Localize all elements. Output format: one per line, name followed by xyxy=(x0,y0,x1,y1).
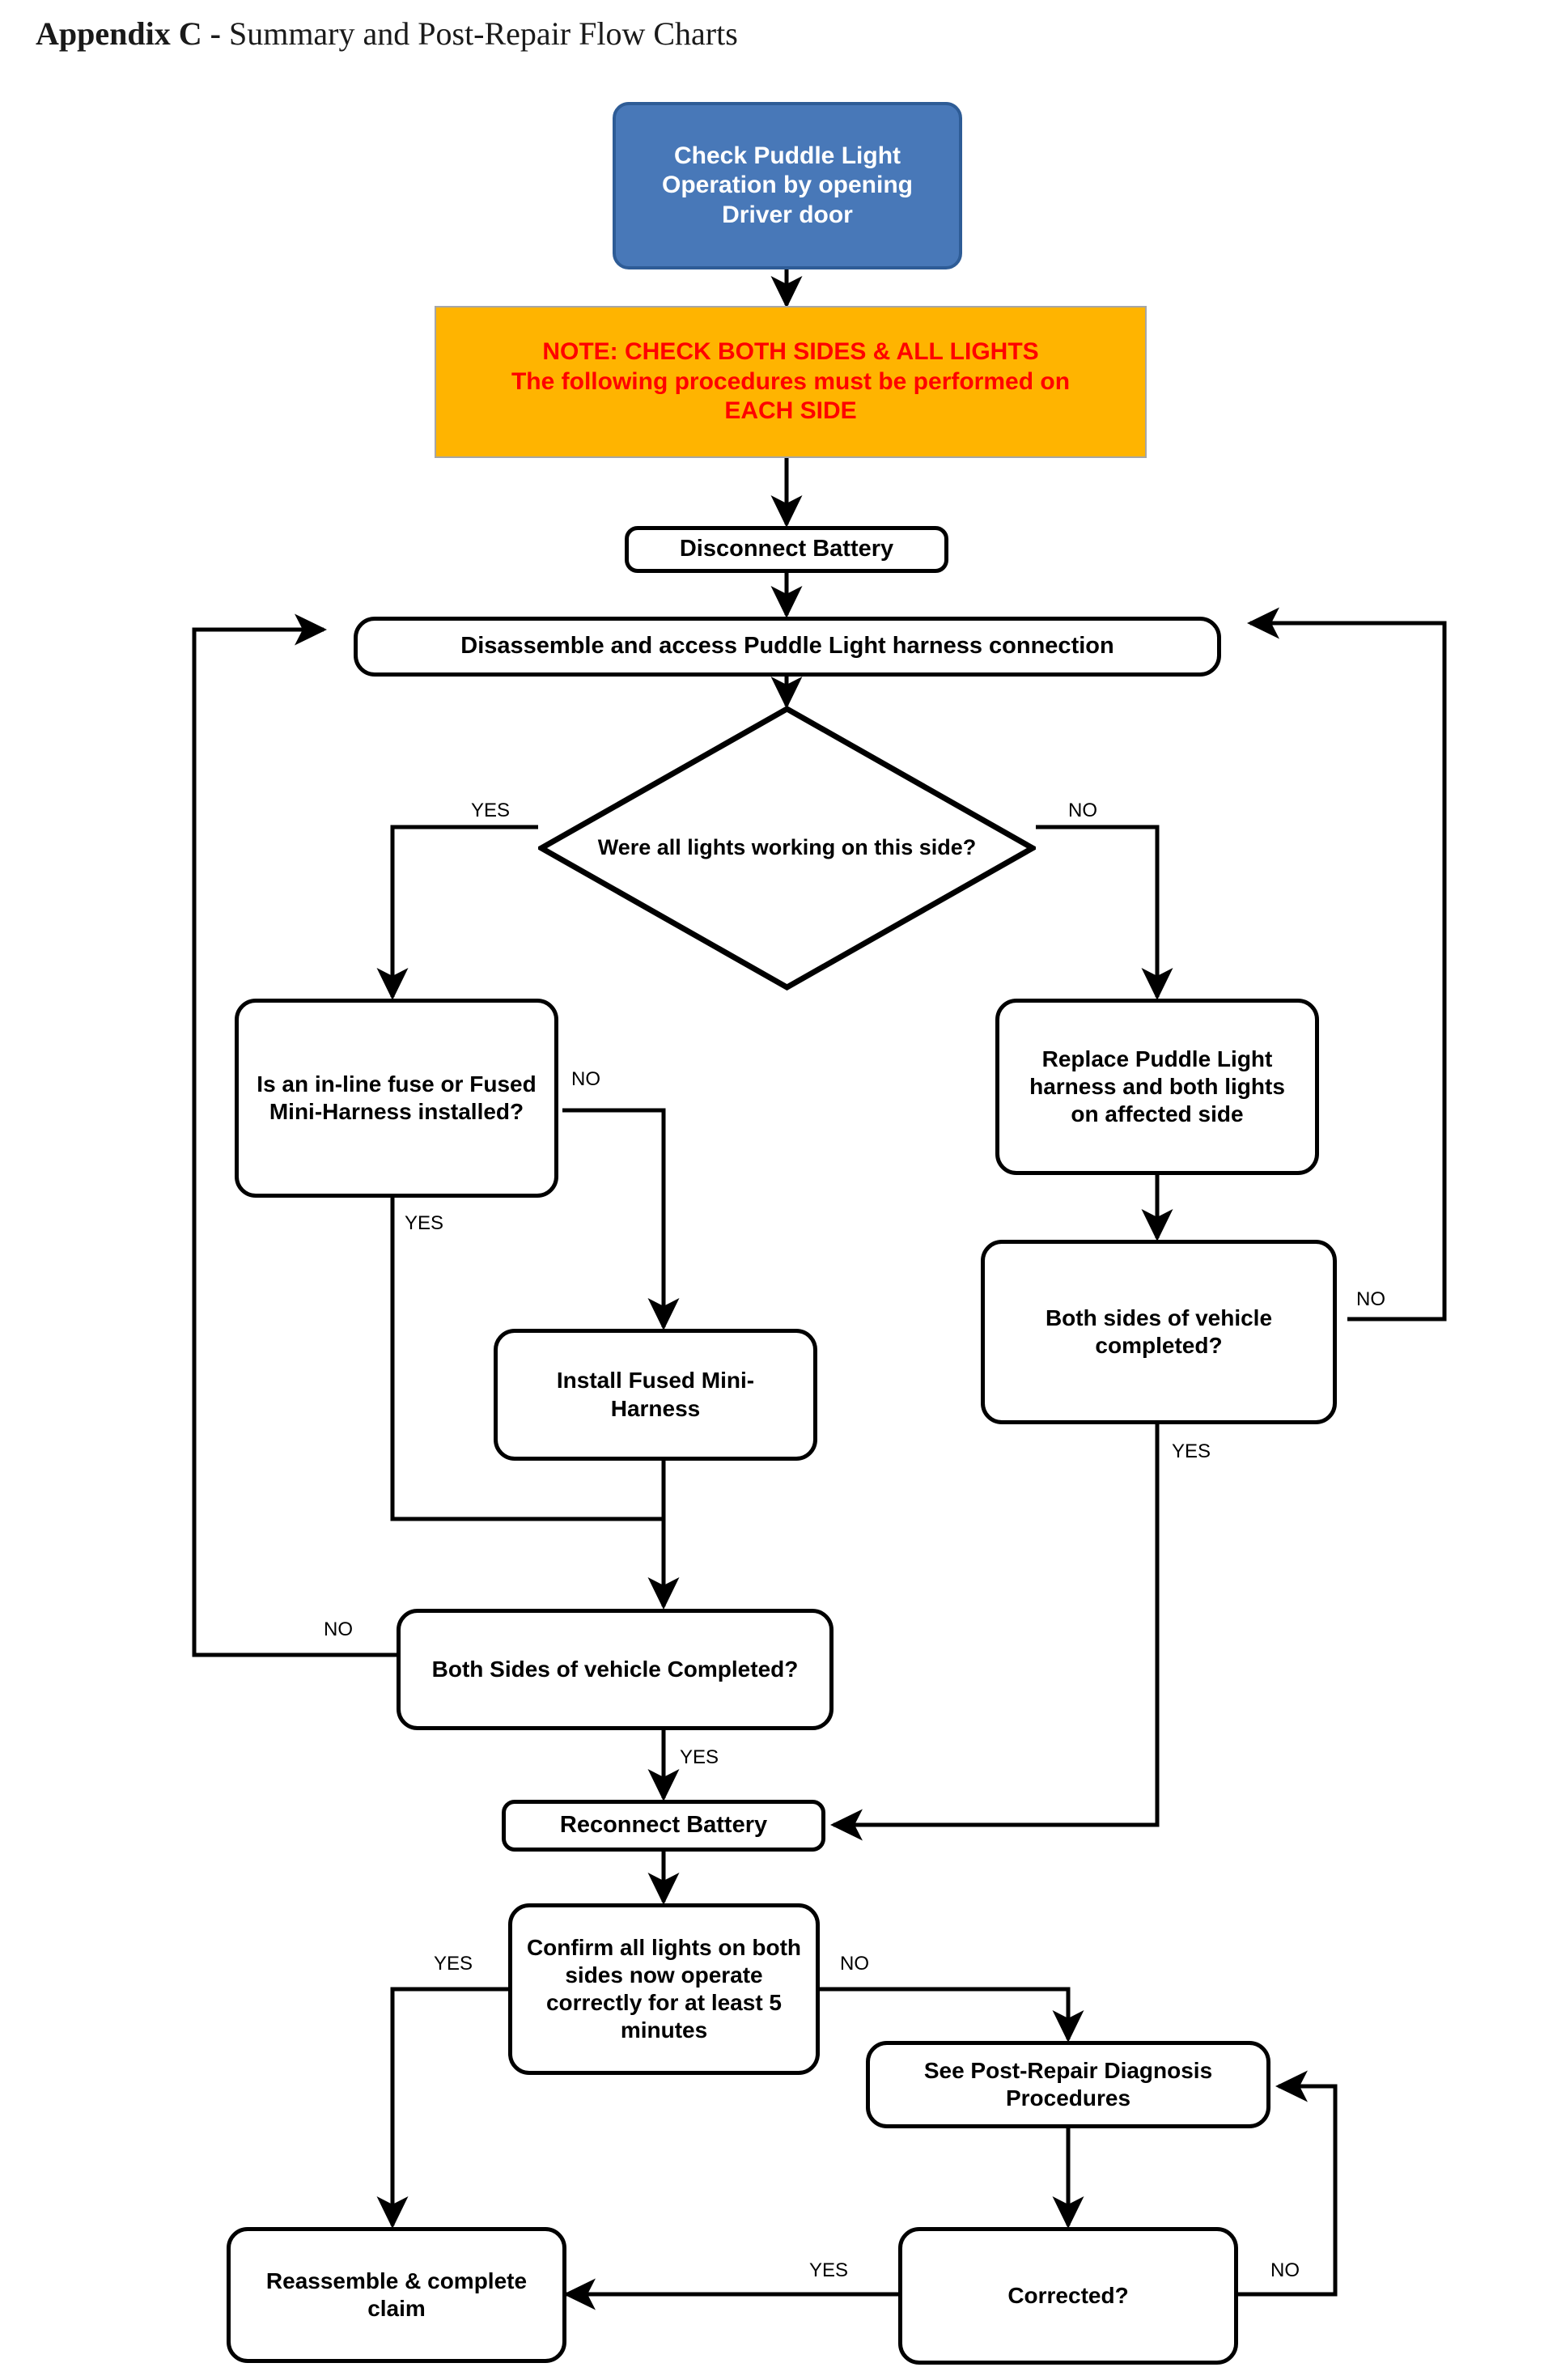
edge-label-confirm-no: NO xyxy=(840,1953,869,1975)
edge-label-fuse-no: NO xyxy=(571,1068,600,1090)
edge-label-both-right-yes: YES xyxy=(1172,1440,1211,1462)
node-both-sides-left[interactable]: Both Sides of vehicle Completed? xyxy=(397,1609,834,1730)
note-line-2: The following procedures must be perform… xyxy=(511,367,1071,395)
node-see-post-repair-procedures[interactable]: See Post-Repair Diagnosis Procedures xyxy=(866,2041,1270,2128)
edge-fuse-yes xyxy=(390,1198,664,1521)
node-post-repair-label: See Post-Repair Diagnosis Procedures xyxy=(923,2057,1213,2111)
node-fuse-question-label: Is an in-line fuse or Fused Mini-Harness… xyxy=(257,1071,537,1124)
node-both-sides-right-label: Both sides of vehicle completed? xyxy=(1045,1305,1273,1358)
edge-label-corrected-yes: YES xyxy=(809,2259,849,2281)
node-replace-harness[interactable]: Replace Puddle Light harness and both li… xyxy=(995,999,1319,1175)
edge-both-right-no xyxy=(1246,607,1447,1322)
node-note-check-both-sides: NOTE: CHECK BOTH SIDES & ALL LIGHTS The … xyxy=(435,306,1147,458)
node-replace-harness-label: Replace Puddle Light harness and both li… xyxy=(1029,1046,1285,1127)
page-title: Appendix C - Summary and Post-Repair Flo… xyxy=(36,15,738,53)
node-both-sides-left-label: Both Sides of vehicle Completed? xyxy=(431,1656,799,1682)
node-confirm-lights[interactable]: Confirm all lights on both sides now ope… xyxy=(508,1903,820,2075)
page-title-rest: Summary and Post-Repair Flow Charts xyxy=(228,15,738,52)
node-start-label: Check Puddle Light Operation by opening … xyxy=(661,142,913,228)
node-install-harness-label: Install Fused Mini-Harness xyxy=(556,1368,755,1421)
node-start-check-puddle-light[interactable]: Check Puddle Light Operation by opening … xyxy=(613,102,962,269)
edge-label-lights-no: NO xyxy=(1068,800,1097,821)
edge-both-right-yes xyxy=(829,1424,1160,1841)
node-confirm-lights-label: Confirm all lights on both sides now ope… xyxy=(526,1934,802,2043)
node-reconnect-battery[interactable]: Reconnect Battery xyxy=(502,1800,825,1852)
node-fuse-installed-question[interactable]: Is an in-line fuse or Fused Mini-Harness… xyxy=(235,999,558,1198)
edge-decision-yes xyxy=(376,825,538,1001)
node-reassemble-label: Reassemble & complete claim xyxy=(265,2268,528,2321)
node-disconnect-battery-label: Disconnect Battery xyxy=(679,536,894,562)
edge-confirm-no xyxy=(820,1987,1084,2043)
note-line-1: NOTE: CHECK BOTH SIDES & ALL LIGHTS xyxy=(542,338,1039,366)
edge-both-left-no xyxy=(192,613,397,1657)
edge-corrected-no xyxy=(1238,2070,1338,2297)
edge-label-both-right-no: NO xyxy=(1356,1288,1385,1310)
node-install-fused-mini-harness[interactable]: Install Fused Mini-Harness xyxy=(494,1329,817,1461)
diamond-shape xyxy=(538,706,1036,991)
node-corrected-question[interactable]: Corrected? xyxy=(898,2227,1238,2365)
edge-label-lights-yes: YES xyxy=(471,800,511,821)
edge-confirm-yes xyxy=(376,1987,508,2229)
edge-decision-no xyxy=(1036,825,1173,1001)
node-both-sides-right[interactable]: Both sides of vehicle completed? xyxy=(981,1240,1337,1424)
edge-label-fuse-yes: YES xyxy=(405,1212,444,1234)
node-reassemble-complete-claim[interactable]: Reassemble & complete claim xyxy=(227,2227,566,2363)
edge-label-confirm-yes: YES xyxy=(434,1953,473,1975)
node-decision-all-lights-working[interactable]: Were all lights working on this side? xyxy=(538,706,1036,991)
edge-label-both-left-yes: YES xyxy=(680,1746,719,1768)
page-title-bold: Appendix C - xyxy=(36,15,229,52)
node-corrected-label: Corrected? xyxy=(1007,2282,1129,2308)
node-reconnect-battery-label: Reconnect Battery xyxy=(559,1812,768,1839)
node-disconnect-battery[interactable]: Disconnect Battery xyxy=(625,526,948,573)
node-disassemble-harness[interactable]: Disassemble and access Puddle Light harn… xyxy=(354,617,1221,677)
edge-fuse-no xyxy=(562,1108,680,1331)
edge-label-both-left-no: NO xyxy=(324,1618,353,1640)
node-disassemble-label: Disassemble and access Puddle Light harn… xyxy=(460,633,1114,660)
edge-label-corrected-no: NO xyxy=(1270,2259,1300,2281)
note-line-3: EACH SIDE xyxy=(724,397,857,425)
